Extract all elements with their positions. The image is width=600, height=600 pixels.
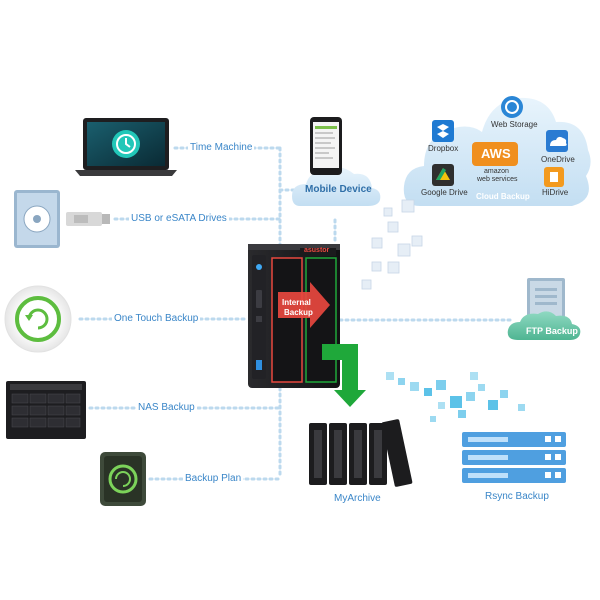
rsync-backup-label: Rsync Backup <box>485 491 549 502</box>
backup-plan-icon <box>100 452 146 506</box>
nas-rack-icon <box>6 381 86 439</box>
hidrive-label: HiDrive <box>542 188 569 197</box>
web-storage-icon <box>501 96 523 118</box>
aws-label: AWS <box>481 146 511 161</box>
myarchive-arrow <box>322 344 366 407</box>
one-touch-icon <box>4 285 72 353</box>
one-touch-label: One Touch Backup <box>112 313 201 325</box>
myarchive-drives <box>309 419 413 487</box>
time-machine-label: Time Machine <box>188 142 255 154</box>
cloud-backup-label: Cloud Backup <box>476 192 530 201</box>
central-nas-device <box>248 244 340 388</box>
aws-sub2-label: web services <box>477 176 518 183</box>
cloud-backup-group <box>403 96 591 206</box>
ftp-cloud-shape <box>507 311 581 340</box>
mobile-device-icon <box>292 117 381 206</box>
laptop-icon <box>75 118 177 176</box>
ftp-backup-label: FTP Backup <box>526 326 578 336</box>
aws-sub1-label: amazon <box>484 168 509 175</box>
internal-backup-label-1: Internal <box>282 298 311 307</box>
myarchive-label: MyArchive <box>334 493 381 504</box>
aws-icon <box>472 142 518 166</box>
rsync-server-icon <box>462 432 566 483</box>
backup-plan-label: Backup Plan <box>183 473 244 485</box>
web-storage-label: Web Storage <box>491 120 538 129</box>
mobile-device-label: Mobile Device <box>305 184 372 195</box>
nas-brand-label: asustor <box>304 247 330 254</box>
dropbox-label: Dropbox <box>428 144 459 153</box>
ftp-backup-icon <box>507 278 581 340</box>
usb-esata-label: USB or eSATA Drives <box>129 213 229 225</box>
data-pixels <box>386 372 525 422</box>
google-drive-label: Google Drive <box>421 188 468 197</box>
usb-drive-icon <box>14 190 110 248</box>
floating-cubes <box>361 199 423 290</box>
internal-backup-label-2: Backup <box>284 308 313 317</box>
nas-backup-label: NAS Backup <box>136 402 197 414</box>
internal-backup-arrow <box>278 282 330 328</box>
onedrive-label: OneDrive <box>541 155 575 164</box>
